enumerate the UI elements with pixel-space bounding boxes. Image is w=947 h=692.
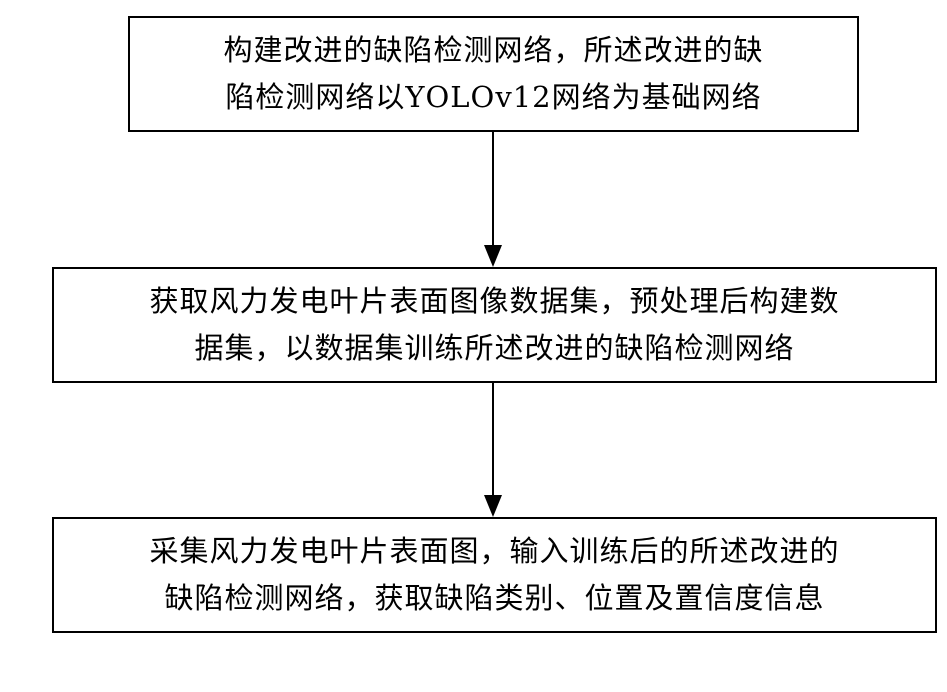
arrow-2-head-icon xyxy=(484,495,502,517)
step-1-line-1: 构建改进的缺陷检测网络，所述改进的缺 xyxy=(223,27,763,74)
step-1-line-2: 陷检测网络以YOLOv12网络为基础网络 xyxy=(225,74,761,121)
step-box-1: 构建改进的缺陷检测网络，所述改进的缺 陷检测网络以YOLOv12网络为基础网络 xyxy=(128,16,859,132)
arrow-1-head-icon xyxy=(484,245,502,267)
step-2-line-2: 据集，以数据集训练所述改进的缺陷检测网络 xyxy=(194,325,794,372)
step-box-2: 获取风力发电叶片表面图像数据集，预处理后构建数 据集，以数据集训练所述改进的缺陷… xyxy=(52,267,937,383)
step-2-line-1: 获取风力发电叶片表面图像数据集，预处理后构建数 xyxy=(149,278,839,325)
step-box-3: 采集风力发电叶片表面图，输入训练后的所述改进的 缺陷检测网络，获取缺陷类别、位置… xyxy=(52,517,937,633)
step-3-line-1: 采集风力发电叶片表面图，输入训练后的所述改进的 xyxy=(149,528,839,575)
arrow-1-shaft xyxy=(492,132,494,246)
arrow-2-shaft xyxy=(492,383,494,496)
step-3-line-2: 缺陷检测网络，获取缺陷类别、位置及置信度信息 xyxy=(164,575,824,622)
